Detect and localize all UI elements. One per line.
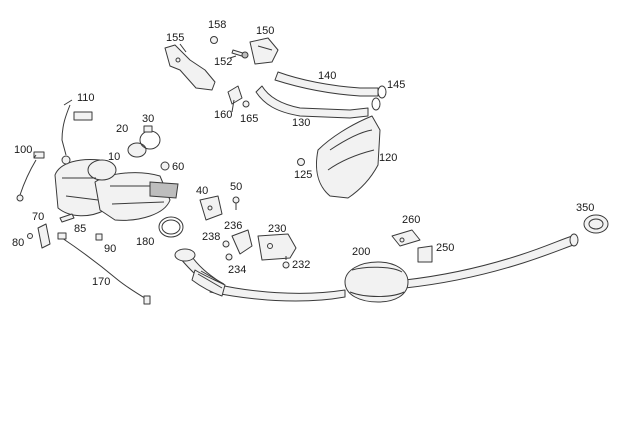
sensor-cable-170[interactable] [57, 232, 151, 305]
label-70: 70 [32, 211, 44, 223]
mount-250[interactable] [417, 245, 433, 263]
label-140: 140 [318, 70, 336, 82]
mount-260[interactable] [391, 229, 421, 247]
label-152: 152 [214, 56, 232, 68]
label-20: 20 [116, 123, 128, 135]
label-130: 130 [292, 117, 310, 129]
label-260: 260 [402, 214, 420, 226]
label-30: 30 [142, 113, 154, 125]
front-pipe-section[interactable] [174, 248, 226, 297]
label-145: 145 [387, 79, 405, 91]
bracket-230[interactable] [257, 233, 297, 261]
nut-238[interactable] [222, 240, 230, 248]
bracket-155[interactable] [164, 44, 216, 91]
label-90: 90 [104, 243, 116, 255]
clamp-145[interactable] [371, 85, 387, 111]
label-110: 110 [77, 92, 95, 104]
label-350: 350 [576, 202, 594, 214]
label-230: 230 [268, 223, 286, 235]
bracket-150[interactable] [249, 37, 279, 65]
bracket-40[interactable] [199, 195, 223, 221]
clip-160[interactable] [227, 85, 243, 105]
label-234: 234 [228, 264, 246, 276]
label-150: 150 [256, 25, 274, 37]
sealing-ring-20[interactable] [127, 142, 147, 158]
sensor-110[interactable] [61, 99, 93, 156]
label-60: 60 [172, 161, 184, 173]
pipe-130[interactable] [255, 85, 369, 119]
bolt-125[interactable] [297, 158, 305, 166]
clamp-30[interactable] [139, 125, 161, 150]
bolt-80[interactable] [27, 233, 33, 239]
part-labels: 10 20 30 40 50 60 70 80 85 90 100 110 12… [12, 19, 594, 288]
ring-180[interactable] [158, 216, 184, 238]
label-165: 165 [240, 113, 258, 125]
label-232: 232 [292, 259, 310, 271]
label-155: 155 [166, 32, 184, 44]
label-170: 170 [92, 276, 110, 288]
label-158: 158 [208, 19, 226, 31]
label-180: 180 [136, 236, 154, 248]
clip-90[interactable] [95, 233, 103, 241]
clip-165[interactable] [242, 100, 250, 108]
bolt-85[interactable] [59, 213, 75, 223]
label-120: 120 [379, 152, 397, 164]
label-200: 200 [352, 246, 370, 258]
nut-158[interactable] [210, 36, 218, 44]
label-85: 85 [74, 223, 86, 235]
bolt-152[interactable] [231, 49, 249, 59]
bolt-234[interactable] [225, 253, 233, 261]
pipe-140[interactable] [274, 71, 379, 97]
label-80: 80 [12, 237, 24, 249]
label-40: 40 [196, 185, 208, 197]
exhaust-pipe-200[interactable] [209, 233, 579, 303]
bolt-232[interactable] [282, 256, 290, 269]
label-160: 160 [214, 109, 232, 121]
label-10: 10 [108, 151, 120, 163]
label-250: 250 [436, 242, 454, 254]
bracket-236[interactable] [231, 229, 253, 255]
heat-shield-120[interactable] [316, 115, 381, 199]
label-236: 236 [224, 220, 242, 232]
leader-lines [33, 43, 237, 159]
catalytic-converter-10[interactable] [54, 155, 179, 221]
bolt-50[interactable] [232, 196, 240, 210]
label-100: 100 [14, 144, 32, 156]
label-125: 125 [294, 169, 312, 181]
bracket-70[interactable] [37, 223, 51, 249]
label-238: 238 [202, 231, 220, 243]
label-50: 50 [230, 181, 242, 193]
sensor-100[interactable] [16, 151, 45, 202]
nut-60[interactable] [160, 161, 170, 171]
clamp-350[interactable] [583, 214, 609, 234]
